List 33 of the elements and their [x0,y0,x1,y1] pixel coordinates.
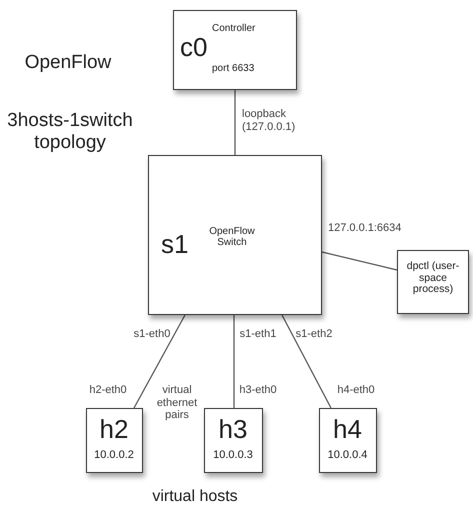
ip-address: 10.0.0.3 [212,449,254,462]
port-label: s1-eth0 [132,328,172,341]
connector-line [322,251,398,271]
connector-line [133,314,186,408]
port-label: s1-eth1 [238,328,278,341]
controller-box [173,10,297,90]
host-box [86,408,143,473]
ip-address: 10.0.0.4 [326,449,368,462]
process-box [397,250,469,314]
node-title: OpenFlow Switch [208,226,256,248]
port-label: h3-eth0 [238,384,278,397]
connector-line [234,90,236,155]
host-box [204,408,263,473]
node-id: h2 [98,415,130,444]
connector-line [233,315,235,408]
node-title: dpctl (user-space process) [406,261,460,296]
host-box [319,408,377,473]
node-id: h4 [332,415,363,444]
node-id: h3 [218,415,248,444]
annotation-text: 3hosts-1switch topology [6,110,134,154]
node-id: c0 [180,33,208,62]
port-label: s1-eth2 [294,328,334,341]
switch-box [148,155,322,315]
connector-line [281,314,332,408]
port-label: h2-eth0 [88,384,128,397]
annotation-text: OpenFlow [24,52,112,74]
port-text: port 6633 [212,63,254,74]
node-title: Controller [212,23,256,34]
footer-label: virtual hosts [151,488,239,506]
node-id: s1 [161,230,188,259]
port-label: h4-eth0 [336,384,376,397]
ip-address: 10.0.0.2 [93,449,135,462]
annotation-text: virtual ethernet pairs [156,384,198,422]
